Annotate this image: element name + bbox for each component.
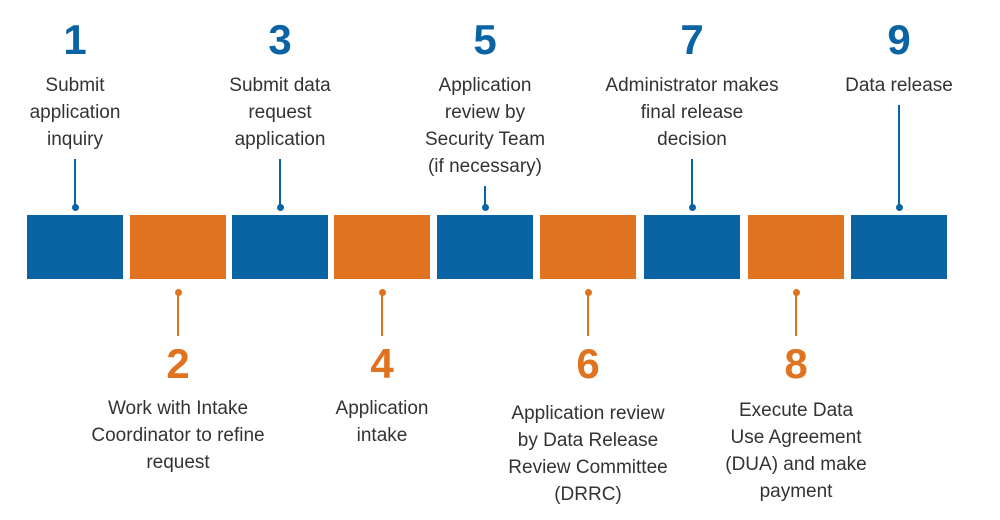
step-4-number: 4 xyxy=(370,340,394,387)
step-6-connector xyxy=(587,292,589,336)
step-9-label: Data release xyxy=(845,75,953,96)
step-4-connector xyxy=(381,292,383,336)
step-1-block xyxy=(27,215,123,279)
step-2-block xyxy=(130,215,226,279)
step-5-number: 5 xyxy=(473,16,497,63)
step-2-number: 2 xyxy=(166,340,190,387)
step-3-block xyxy=(232,215,328,279)
step-2-connector xyxy=(177,292,179,336)
step-8-connector xyxy=(795,292,797,336)
step-8-connector-dot xyxy=(792,288,800,296)
step-6-connector-dot xyxy=(584,288,592,296)
step-1-connector xyxy=(74,159,76,207)
step-1-connector-dot xyxy=(71,203,79,211)
step-6-number: 6 xyxy=(576,340,600,387)
step-4-connector-dot xyxy=(378,288,386,296)
step-9-connector-dot xyxy=(895,203,903,211)
step-7-connector-dot xyxy=(688,203,696,211)
step-8-block xyxy=(748,215,844,279)
step-5-connector-dot xyxy=(481,203,489,211)
step-5-block xyxy=(437,215,533,279)
step-3-connector-dot xyxy=(276,203,284,211)
step-3-number: 3 xyxy=(268,16,292,63)
step-4-block xyxy=(334,215,430,279)
step-3-connector xyxy=(279,159,281,207)
step-7-connector xyxy=(691,159,693,207)
step-1-number: 1 xyxy=(63,16,87,63)
step-9-connector xyxy=(898,105,900,207)
step-5-connector xyxy=(484,186,486,207)
step-7-number: 7 xyxy=(680,16,704,63)
step-8-number: 8 xyxy=(784,340,808,387)
step-6-block xyxy=(540,215,636,279)
step-7-block xyxy=(644,215,740,279)
step-9-block xyxy=(851,215,947,279)
step-9-number: 9 xyxy=(887,16,911,63)
step-2-connector-dot xyxy=(174,288,182,296)
